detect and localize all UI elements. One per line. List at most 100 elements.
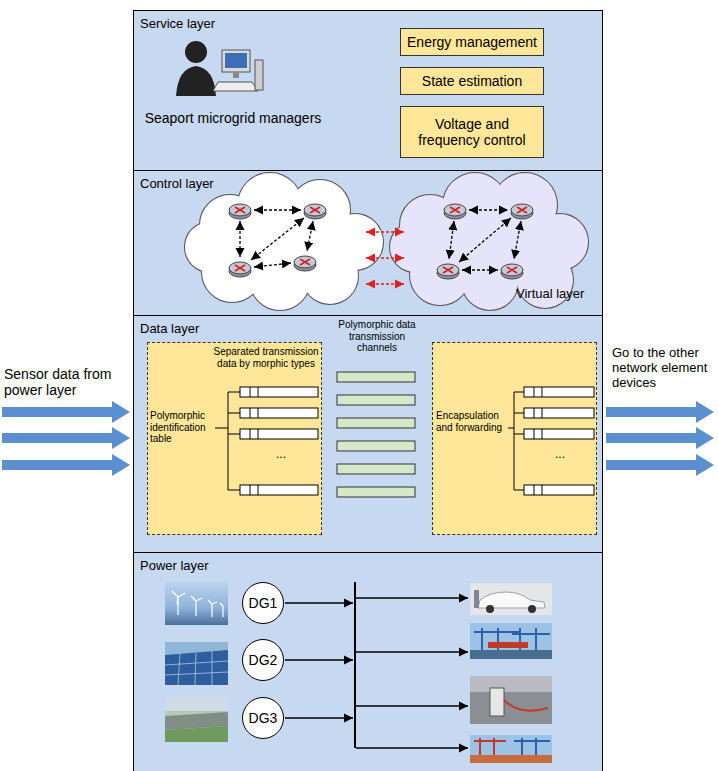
port-crane-picture [470, 623, 552, 659]
virtual-cloud [430, 215, 550, 275]
container-crane-picture [470, 755, 552, 763]
network-cloud [185, 173, 383, 310]
router-link [254, 209, 301, 210]
power-wire [285, 582, 468, 748]
wind-farm-picture [165, 582, 228, 625]
router-link [307, 221, 313, 251]
hydro-picture [165, 697, 228, 742]
cloud-link [366, 232, 404, 284]
wind-farm-picture [212, 602, 217, 604]
shore-power-picture [470, 676, 552, 692]
solar-panel-picture [165, 650, 228, 685]
container-crane-picture [474, 740, 506, 742]
generator-circle: DG2 [242, 639, 284, 681]
queue-symbol [258, 429, 259, 439]
solar-panel-picture [212, 651, 213, 685]
function-box: Energy management [400, 28, 544, 56]
electric-car-picture [528, 605, 536, 613]
queue-symbol [542, 387, 543, 397]
queue-symbol [534, 485, 535, 495]
router-link [462, 269, 498, 270]
port-crane-picture [488, 642, 528, 648]
container-crane-picture [470, 735, 552, 763]
queue-symbol [534, 387, 535, 397]
layer-band: Service layerEnergy managementState esti… [133, 10, 603, 171]
router-icon [501, 264, 523, 279]
router-link [459, 218, 511, 262]
port-crane-picture [474, 628, 550, 650]
queue-tree [215, 428, 228, 429]
power-wire [285, 602, 353, 603]
computer-icon [222, 50, 250, 72]
generator-circle: DG3 [242, 697, 284, 739]
queue-tree [514, 490, 524, 491]
processing-block: Encapsulation and forwarding [432, 342, 597, 535]
port-crane-picture [474, 631, 520, 633]
container-crane-picture [474, 738, 506, 755]
transmission-channel [337, 395, 415, 405]
electric-car-picture [470, 583, 552, 615]
wind-farm-picture [165, 582, 228, 625]
channel-label: Polymorphic data transmission channels [328, 319, 426, 354]
generator-label: DG2 [249, 652, 278, 668]
queue-symbol [240, 387, 318, 397]
layer-title: Control layer [140, 177, 214, 192]
queue-tree [514, 392, 524, 393]
power-wire [356, 705, 468, 706]
layer-title: Data layer [140, 322, 199, 337]
router-icon [229, 204, 251, 219]
router-link [251, 218, 304, 260]
router-icon [235, 265, 245, 271]
layer-ground [133, 10, 603, 771]
router-icon [437, 264, 459, 279]
queue-symbol [542, 408, 543, 418]
router-link [514, 221, 521, 259]
queue-symbol [534, 408, 535, 418]
container-crane-picture [514, 740, 550, 742]
port-crane-picture [512, 633, 550, 635]
wind-farm-picture [196, 598, 202, 601]
computer-icon [225, 53, 247, 68]
network-cloud [185, 173, 383, 310]
router-icon [229, 262, 251, 274]
queue-symbol [250, 387, 251, 397]
queue-symbol [258, 387, 259, 397]
ellipsis: ... [266, 448, 296, 462]
router-icon [517, 207, 527, 213]
transmission-channel [337, 464, 415, 474]
router-icon [294, 256, 316, 271]
processing-block-ground [147, 342, 597, 535]
queue-symbol [250, 485, 251, 495]
queue-tree [215, 392, 524, 490]
queue-symbol [524, 408, 594, 418]
function-box: Voltage and frequency control [400, 106, 544, 158]
generator-circle: DG1 [242, 582, 284, 624]
hydro-picture [165, 697, 228, 711]
processing-block-ground [147, 342, 322, 535]
router-icon [304, 204, 326, 216]
queue-tree [514, 434, 524, 435]
shore-power-picture [504, 700, 548, 711]
hydro-picture [165, 697, 228, 742]
queue-symbol [240, 408, 318, 418]
cloud-link [366, 257, 404, 258]
power-wire [356, 597, 468, 598]
electric-car-picture [486, 605, 494, 613]
data-flow-arrow [2, 401, 130, 423]
layer-band: Power layerDG1DG2DG3 [133, 552, 603, 771]
data-flow-arrow [2, 401, 714, 476]
electric-car-picture [470, 583, 552, 615]
transmission-channel [337, 487, 415, 497]
ellipsis: ... [545, 448, 575, 462]
shore-power-picture [470, 676, 552, 724]
wind-farm-picture [178, 593, 185, 597]
computer-icon [213, 50, 263, 91]
queue-symbol [542, 429, 543, 439]
cloud-label: Virtual layer [516, 287, 596, 302]
wind-farm-picture [222, 606, 223, 617]
queue-symbol [240, 387, 594, 495]
processing-block: Separated transmission data by morphic t… [147, 342, 322, 535]
power-wire [354, 582, 356, 748]
port-crane-picture [470, 650, 552, 659]
